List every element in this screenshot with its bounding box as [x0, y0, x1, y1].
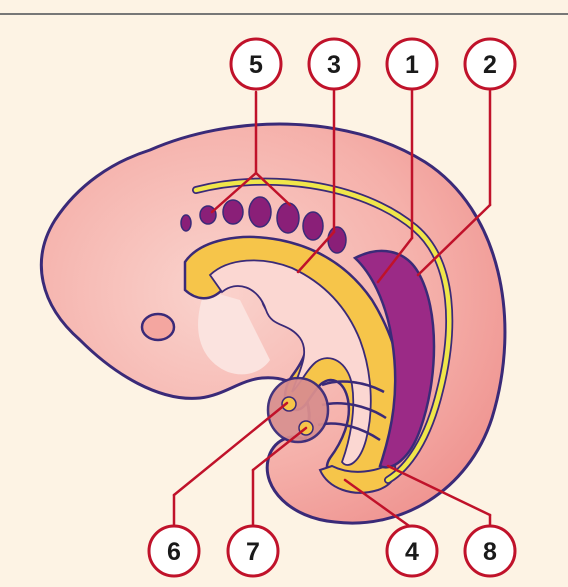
callout-1: 1 — [387, 39, 437, 89]
callout-2-label: 2 — [483, 51, 497, 79]
callout-8-label: 8 — [483, 538, 497, 566]
callout-7: 7 — [228, 526, 278, 576]
callout-5: 5 — [231, 39, 281, 89]
callout-4: 4 — [387, 526, 437, 576]
somite — [249, 197, 271, 227]
callout-1-label: 1 — [405, 51, 419, 79]
somite — [303, 212, 323, 240]
callout-3-label: 3 — [327, 51, 341, 79]
callout-5-label: 5 — [249, 51, 263, 79]
callout-3: 3 — [309, 39, 359, 89]
callout-4-label: 4 — [405, 538, 419, 566]
somite — [328, 227, 346, 253]
callout-7-label: 7 — [246, 538, 260, 566]
callout-2: 2 — [465, 39, 515, 89]
somite — [223, 200, 243, 224]
otic-placode — [142, 314, 174, 340]
somite — [200, 206, 216, 224]
callout-6-label: 6 — [167, 538, 181, 566]
somite — [181, 215, 191, 231]
callout-8: 8 — [465, 526, 515, 576]
somite — [277, 203, 299, 233]
callout-6: 6 — [149, 526, 199, 576]
